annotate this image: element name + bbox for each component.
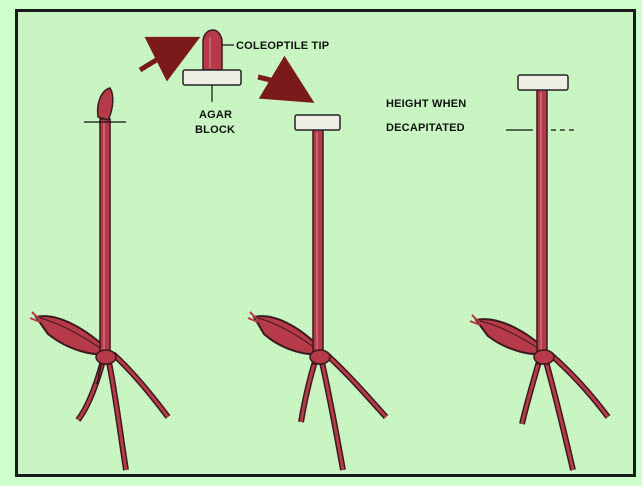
agar-block xyxy=(183,70,241,85)
agar-label: AGAR xyxy=(199,109,232,121)
agar-block-on-stem xyxy=(295,115,340,130)
coleoptile-tip-label: COLEOPTILE TIP xyxy=(236,40,329,52)
diagram-frame: COLEOPTILE TIP AGAR BLOCK HEIGHT xyxy=(15,9,636,477)
height-label-line1: HEIGHT WHEN xyxy=(386,98,466,110)
height-label-line2: DECAPITATED xyxy=(386,122,465,134)
coleoptile-experiment-diagram: COLEOPTILE TIP AGAR BLOCK HEIGHT xyxy=(18,12,633,474)
agar-block-raised xyxy=(518,75,568,90)
block-label: BLOCK xyxy=(195,124,235,136)
